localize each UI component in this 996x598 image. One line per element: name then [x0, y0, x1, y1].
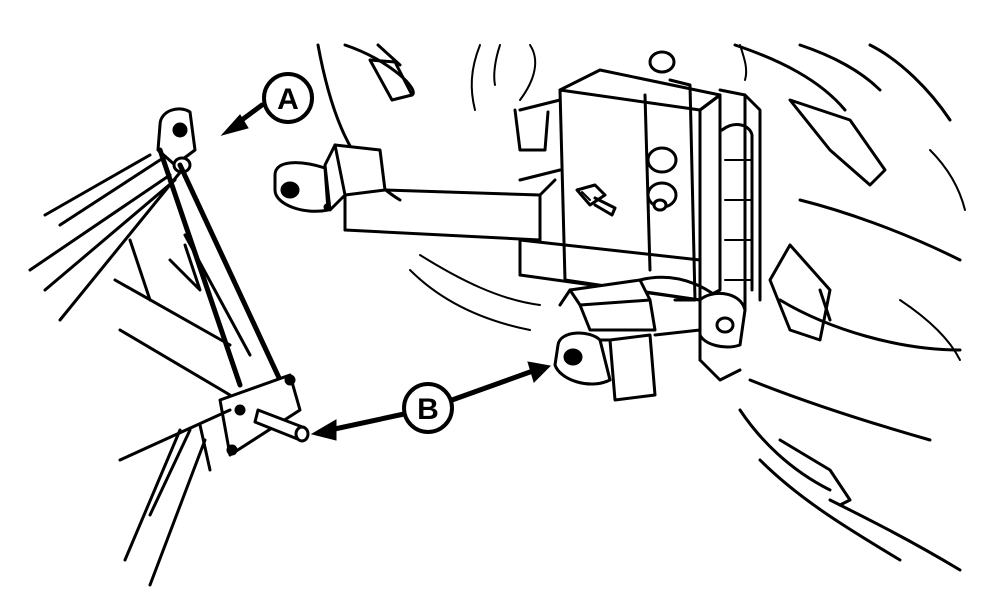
- callout-a-circle: [262, 72, 314, 124]
- callout-b: B: [310, 361, 552, 441]
- callout-a: A: [220, 72, 314, 136]
- lower-drawbar-link: [553, 275, 747, 402]
- left-draft-arm: [273, 143, 557, 242]
- callout-a-label: A: [277, 83, 299, 116]
- callout-b-arrowhead-left: [310, 419, 337, 441]
- implement-a-frame: [28, 107, 310, 587]
- drawbar-frame: [513, 50, 762, 312]
- callout-b-arrowhead-right: [527, 361, 552, 383]
- callout-b-circle: [402, 382, 454, 434]
- callout-b-label: B: [417, 393, 439, 426]
- right-rear-tire: [733, 43, 966, 572]
